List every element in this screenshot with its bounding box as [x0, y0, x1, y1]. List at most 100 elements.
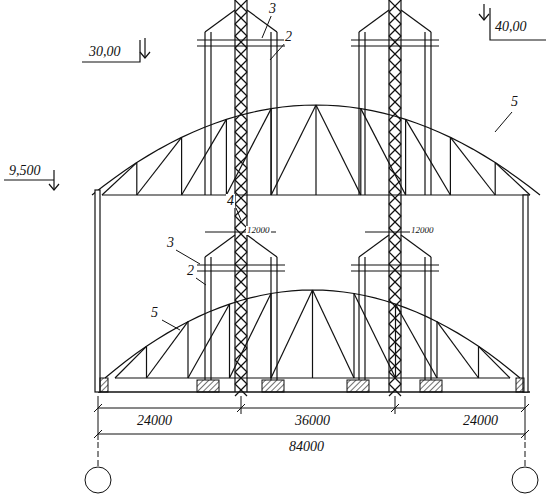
sling: [247, 235, 277, 257]
truss-vertical: [226, 119, 227, 195]
frame-post: [270, 32, 271, 195]
truss-vertical: [136, 163, 137, 195]
mast-lattice: [235, 180, 247, 192]
mast-lattice: [389, 264, 401, 276]
mast-lattice: [235, 96, 247, 108]
mast-lattice: [389, 348, 401, 360]
mast-lattice: [389, 240, 401, 252]
truss-vertical: [436, 322, 437, 378]
mast-lattice: [235, 180, 247, 192]
mast-lattice: [235, 384, 247, 396]
mast-lattice: [235, 108, 247, 120]
truss-diagonal: [406, 119, 451, 195]
frame-post: [364, 257, 365, 380]
sling: [359, 235, 389, 257]
crossbeam: [351, 39, 439, 40]
mast-lattice: [389, 288, 401, 300]
truss-vertical: [405, 119, 406, 195]
sling: [205, 235, 235, 257]
mast-lattice: [389, 348, 401, 360]
frame-post: [358, 257, 359, 380]
sling: [359, 10, 389, 32]
mast-lattice: [235, 24, 247, 36]
column: [95, 190, 100, 392]
mast-lattice: [389, 300, 401, 312]
truss-vertical: [229, 304, 230, 378]
mast-lattice: [235, 0, 247, 12]
mast-lattice: [389, 60, 401, 72]
callout-number: 2: [284, 30, 293, 44]
mast-lattice: [389, 12, 401, 24]
truss-diagonal: [147, 322, 189, 378]
mast-lattice: [235, 300, 247, 312]
mast-lattice: [235, 132, 247, 144]
mast-lattice: [389, 228, 401, 240]
mast-lattice: [235, 276, 247, 288]
mast-lattice: [235, 84, 247, 96]
callout-number: 3: [166, 236, 175, 250]
frame-post: [210, 257, 211, 380]
mast-lattice: [389, 372, 401, 384]
truss-diagonal: [226, 109, 271, 195]
mast-lattice: [235, 96, 247, 108]
mast-lattice: [389, 24, 401, 36]
mast-lattice: [389, 156, 401, 168]
mast-lattice: [235, 72, 247, 84]
truss-diagonal: [316, 105, 361, 195]
mast-lattice: [389, 120, 401, 132]
dimension: 24000: [136, 414, 173, 428]
truss-vertical: [315, 105, 316, 195]
mast-lattice: [235, 108, 247, 120]
mast-lattice: [389, 276, 401, 288]
mast-lattice: [389, 120, 401, 132]
mast-lattice: [389, 72, 401, 84]
mast-lattice: [389, 132, 401, 144]
mast-lattice: [235, 36, 247, 48]
mast-lattice: [235, 192, 247, 204]
frame-post: [430, 257, 431, 380]
mast-lattice: [389, 48, 401, 60]
mast-lattice: [389, 276, 401, 288]
truss-vertical: [478, 346, 479, 378]
mast-lattice: [389, 204, 401, 216]
crossbeam: [197, 264, 285, 265]
truss-diagonal: [230, 294, 272, 378]
mast-lattice: [235, 252, 247, 264]
mast-lattice: [235, 288, 247, 300]
mast-lattice: [389, 216, 401, 228]
mast-lattice: [389, 72, 401, 84]
mast-lattice: [235, 156, 247, 168]
ground-line: [98, 391, 530, 393]
mast-lattice: [389, 180, 401, 192]
truss-diagonal: [361, 109, 406, 195]
mast-lattice: [389, 312, 401, 324]
mast-lattice: [235, 264, 247, 276]
truss-vertical: [312, 290, 313, 378]
mast-lattice: [389, 168, 401, 180]
mast-lattice: [389, 24, 401, 36]
sling: [401, 235, 431, 257]
mast-lattice: [235, 276, 247, 288]
truss-diagonal: [271, 105, 316, 195]
truss-diagonal: [182, 119, 227, 195]
mast-lattice: [389, 84, 401, 96]
dimension: 24000: [462, 414, 499, 428]
crossbeam: [197, 39, 285, 40]
mast-lattice: [389, 264, 401, 276]
truss-diagonal: [115, 346, 147, 378]
dimension: 12000: [246, 226, 271, 235]
truss-vertical: [360, 109, 361, 195]
sling: [205, 10, 235, 32]
mast-lattice: [389, 144, 401, 156]
frame-post: [424, 257, 425, 380]
mast-lattice: [235, 264, 247, 276]
mast-lattice: [235, 312, 247, 324]
mast-lattice: [389, 228, 401, 240]
mast-lattice: [235, 336, 247, 348]
mast-lattice: [235, 144, 247, 156]
mast-lattice: [235, 120, 247, 132]
sling: [401, 10, 431, 32]
mast-lattice: [235, 288, 247, 300]
mast-lattice: [389, 324, 401, 336]
arch-chord: [92, 105, 540, 195]
